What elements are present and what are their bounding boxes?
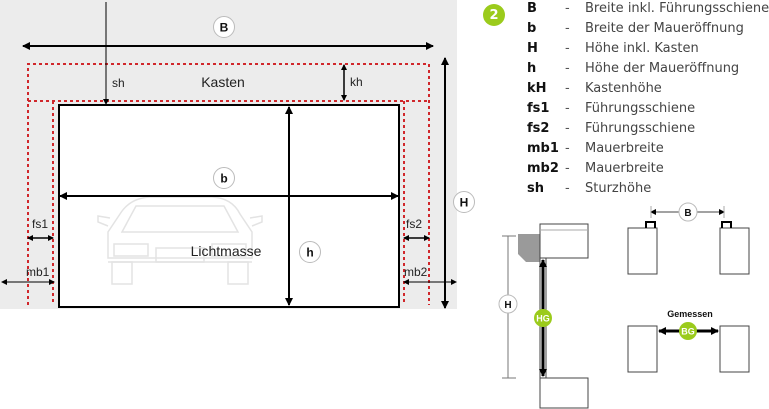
top-B-circle (678, 202, 698, 222)
b-circle (213, 167, 235, 189)
legend-abbr: mb1 (527, 141, 559, 156)
legend-dash: - (565, 61, 570, 76)
H-label: H (460, 196, 469, 210)
legend-item: mb2-Mauerbreite (527, 160, 767, 178)
legend-desc: Sturzhöhe (585, 181, 652, 196)
legend-desc: Mauerbreite (585, 141, 664, 156)
BG-circle (679, 322, 697, 340)
legend-abbr: sh (527, 181, 544, 196)
h-label: h (306, 246, 313, 260)
b-label: b (220, 172, 227, 186)
legend-desc: Breite der Maueröffnung (585, 21, 744, 36)
top-B-label: B (684, 208, 691, 219)
legend-abbr: fs1 (527, 101, 550, 116)
legend: 2 B-Breite inkl. Führungsschienen b-Brei… (483, 0, 769, 200)
h-circle (299, 241, 321, 263)
legend-item: H -Höhe inkl. Kasten (527, 40, 767, 58)
legend-abbr: b (527, 21, 537, 36)
legend-dash: - (565, 21, 570, 36)
legend-item: fs2-Führungsschiene (527, 120, 767, 138)
H-circle (453, 191, 475, 213)
legend-badge: 2 (483, 4, 505, 26)
HG-label: HG (536, 314, 550, 324)
mb1-label: mb1 (26, 265, 50, 279)
legend-dash: - (565, 121, 570, 136)
legend-dash: - (565, 161, 570, 176)
top-view-lower (627, 325, 750, 373)
legend-item: B -Breite inkl. Führungsschienen (527, 0, 769, 18)
car-silhouette (97, 196, 263, 285)
legend-desc: Höhe inkl. Kasten (585, 41, 699, 56)
fs1-label: fs1 (32, 217, 48, 231)
B-circle (213, 16, 235, 38)
HG-circle (534, 309, 552, 327)
legend-item: kH -Kastenhöhe (527, 80, 767, 98)
mb2-label: mb2 (404, 265, 428, 279)
legend-abbr: mb2 (527, 161, 559, 176)
sh-label: sh (112, 76, 125, 90)
legend-abbr: h (527, 61, 537, 76)
legend-item: h -Höhe der Maueröffnung (527, 60, 767, 78)
legend-item: fs1-Führungsschiene (527, 100, 767, 118)
legend-dash: - (565, 81, 570, 96)
legend-item: mb1-Mauerbreite (527, 140, 767, 158)
legend-desc: Kastenhöhe (585, 81, 662, 96)
legend-dash: - (565, 141, 570, 156)
BG-label: BG (681, 327, 695, 337)
legend-desc: Breite inkl. Führungsschienen (585, 1, 769, 16)
gemessen-label: Gemessen (667, 309, 713, 319)
legend-item: b -Breite der Maueröffnung (527, 20, 767, 38)
lichtmasse-label: Lichtmasse (191, 243, 262, 259)
B-label: B (220, 21, 229, 35)
legend-item: sh -Sturzhöhe (527, 180, 767, 198)
legend-dash: - (565, 101, 570, 116)
side-H-label: H (504, 300, 511, 311)
legend-abbr: fs2 (527, 121, 550, 136)
fs2-label: fs2 (406, 217, 422, 231)
legend-abbr: kH (527, 81, 547, 96)
top-view-upper (627, 206, 750, 275)
dotted-frame (27, 63, 430, 305)
legend-abbr: B (527, 1, 537, 16)
legend-desc: Mauerbreite (585, 161, 664, 176)
kh-label: kh (350, 75, 363, 89)
legend-desc: Führungsschiene (585, 101, 696, 116)
kasten-label: Kasten (201, 74, 245, 90)
side-H-circle (498, 294, 518, 314)
legend-desc: Höhe der Maueröffnung (585, 61, 740, 76)
legend-dash: - (565, 1, 570, 16)
legend-abbr: H (527, 41, 538, 56)
legend-dash: - (565, 41, 570, 56)
legend-desc: Führungsschiene (585, 121, 696, 136)
wall-opening (58, 104, 400, 308)
legend-dash: - (565, 181, 570, 196)
